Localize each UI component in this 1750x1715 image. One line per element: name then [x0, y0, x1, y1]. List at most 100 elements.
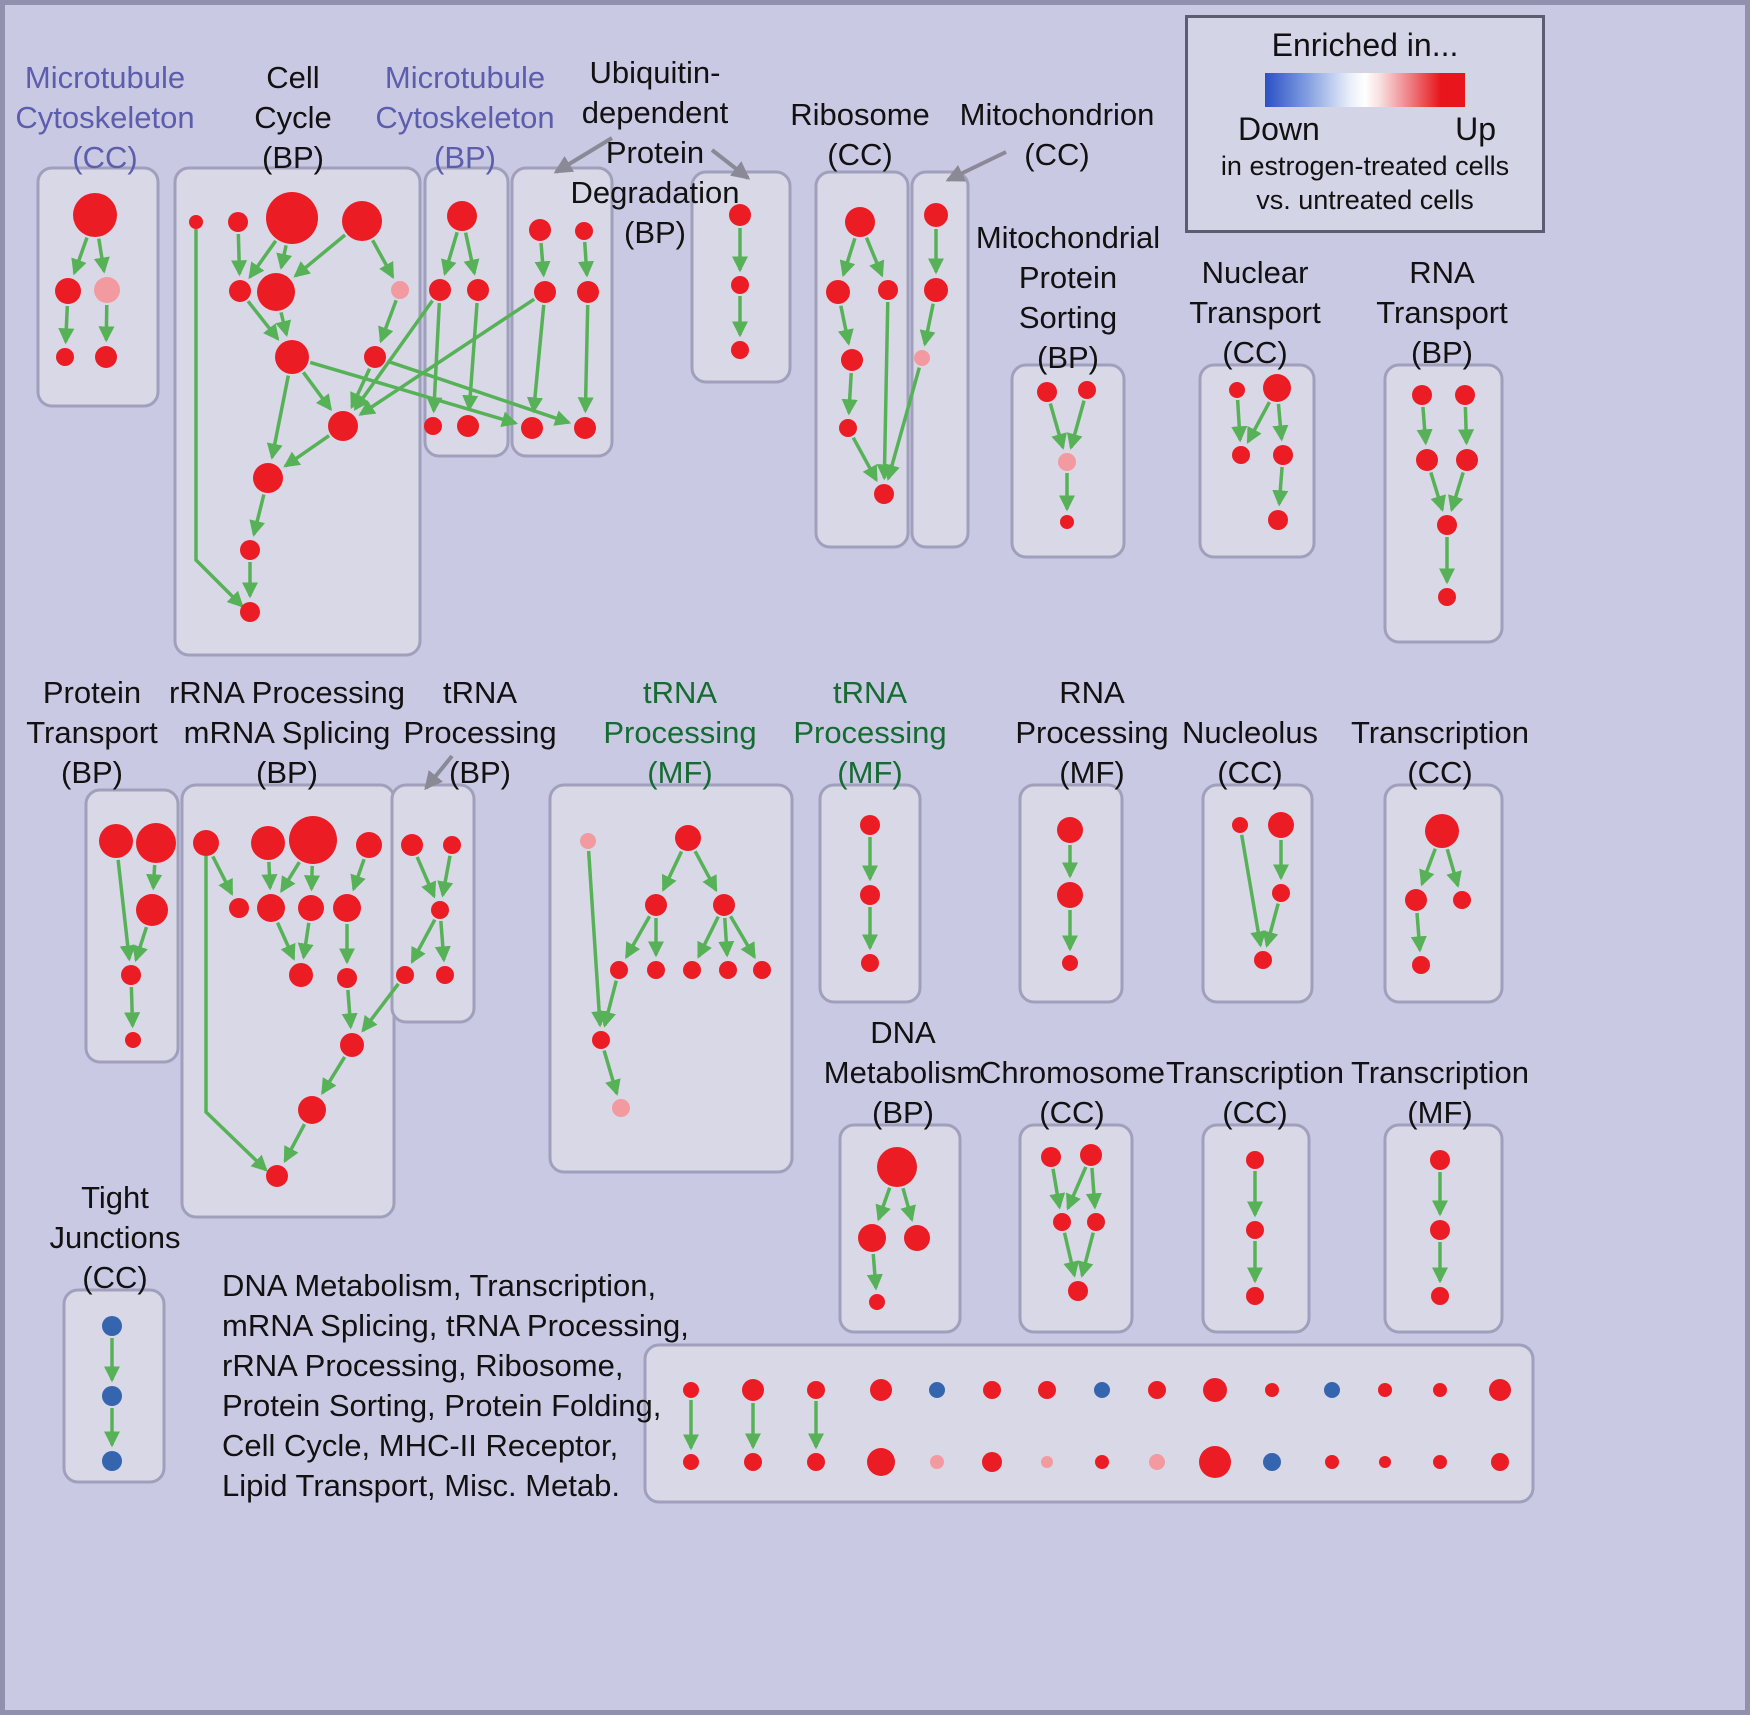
- legend-subtitle-line2: vs. untreated cells: [1256, 185, 1474, 215]
- pointer-arrow: [424, 754, 454, 791]
- strip-node: [1041, 1456, 1053, 1468]
- go-term-node: [683, 961, 701, 979]
- cluster-box: [1201, 783, 1314, 1004]
- strip-node: [1095, 1455, 1109, 1469]
- go-term-node: [1438, 588, 1456, 606]
- go-term-node: [99, 824, 133, 858]
- go-term-node: [424, 417, 442, 435]
- edge-arrow: [261, 861, 278, 891]
- go-term-node: [1060, 515, 1074, 529]
- go-term-node: [467, 279, 489, 301]
- edge-arrow: [248, 239, 278, 280]
- strip-node: [1149, 1454, 1165, 1470]
- cluster-label-nucleolus-cc: Nucleolus(CC): [1182, 715, 1318, 790]
- edge-arrow: [1239, 834, 1267, 948]
- cluster-label-chromosome-cc: Chromosome(CC): [979, 1055, 1165, 1130]
- go-term-node: [753, 961, 771, 979]
- go-term-node: [298, 895, 324, 921]
- go-term-node: [731, 276, 749, 294]
- legend-scale-labels: Down Up: [1188, 107, 1542, 148]
- edge-arrow: [839, 237, 857, 278]
- go-term-node: [529, 219, 551, 241]
- pointer-arrow: [553, 136, 614, 174]
- edge-arrow: [58, 305, 75, 345]
- go-term-node: [275, 340, 309, 374]
- edge-arrow: [718, 917, 735, 958]
- edge-arrow: [1262, 903, 1280, 948]
- strip-node: [1324, 1382, 1340, 1398]
- edge-arrow: [301, 371, 332, 412]
- edge-arrow: [1272, 466, 1289, 507]
- edge-arrow: [358, 297, 536, 416]
- go-term-node: [55, 278, 81, 304]
- strip-node: [1038, 1381, 1056, 1399]
- edge-arrow: [320, 1056, 347, 1096]
- strip-node: [982, 1452, 1002, 1472]
- cluster-label-ribosome-cc: Ribosome(CC): [790, 97, 930, 172]
- edge-arrow: [1419, 848, 1437, 887]
- strip-node: [807, 1453, 825, 1471]
- edge-arrow: [441, 231, 459, 277]
- strip-node: [807, 1381, 825, 1399]
- go-term-node: [924, 203, 948, 227]
- go-term-node: [431, 901, 449, 919]
- go-term-node: [229, 898, 249, 918]
- go-term-node: [1232, 446, 1250, 464]
- edge-arrow: [1066, 1166, 1088, 1211]
- go-term-node: [845, 207, 875, 237]
- go-term-node: [1425, 814, 1459, 848]
- go-term-node: [521, 417, 543, 439]
- go-term-node: [574, 417, 596, 439]
- go-term-node: [1263, 374, 1291, 402]
- go-term-node: [1431, 1287, 1449, 1305]
- cluster-label-transcription-cc-2: Transcription(CC): [1166, 1055, 1344, 1130]
- edge-arrow: [1048, 403, 1067, 450]
- edge-arrow: [426, 302, 443, 414]
- edge-arrow: [249, 494, 266, 537]
- go-term-node: [1246, 1151, 1264, 1169]
- go-term-node: [266, 192, 318, 244]
- go-term-node: [1246, 1221, 1264, 1239]
- edge-arrow: [841, 372, 858, 416]
- strip-node: [1265, 1383, 1279, 1397]
- strip-node: [1433, 1455, 1447, 1469]
- edge-arrow: [116, 859, 136, 962]
- edge-arrow: [876, 301, 893, 481]
- edge-arrow: [1049, 1168, 1066, 1210]
- go-term-node: [675, 825, 701, 851]
- edge-arrow: [1445, 848, 1462, 888]
- edge-arrow: [132, 926, 149, 963]
- edge-arrow: [297, 922, 314, 960]
- go-term-node: [193, 830, 219, 856]
- go-term-node: [1068, 1281, 1088, 1301]
- go-term-node: [1455, 385, 1475, 405]
- strip-node: [1263, 1453, 1281, 1471]
- go-term-node: [1037, 382, 1057, 402]
- strip-node: [1378, 1383, 1392, 1397]
- edge-arrow: [602, 1050, 621, 1096]
- go-term-node: [56, 348, 74, 366]
- edge-arrow: [350, 858, 366, 892]
- go-term-node: [839, 419, 857, 437]
- go-term-node: [858, 1224, 886, 1252]
- legend-up-label: Up: [1455, 111, 1496, 147]
- go-term-node: [713, 894, 735, 916]
- cluster-label-transcription-mf: Transcription(MF): [1351, 1055, 1529, 1130]
- strip-node: [867, 1448, 895, 1476]
- strip-node: [1489, 1379, 1511, 1401]
- go-term-node: [869, 1294, 885, 1310]
- go-term-node: [1273, 445, 1293, 465]
- cluster-box: [510, 166, 614, 458]
- edge-arrow: [1231, 399, 1248, 443]
- go-term-node: [1229, 382, 1245, 398]
- edge-arrow: [303, 865, 321, 892]
- cluster-label-transcription-cc: Transcription(CC): [1351, 715, 1529, 790]
- edge-arrow: [275, 311, 292, 338]
- note-line: Protein Sorting, Protein Folding,: [222, 1388, 662, 1423]
- edge-arrow: [246, 300, 280, 341]
- strip-node: [870, 1379, 892, 1401]
